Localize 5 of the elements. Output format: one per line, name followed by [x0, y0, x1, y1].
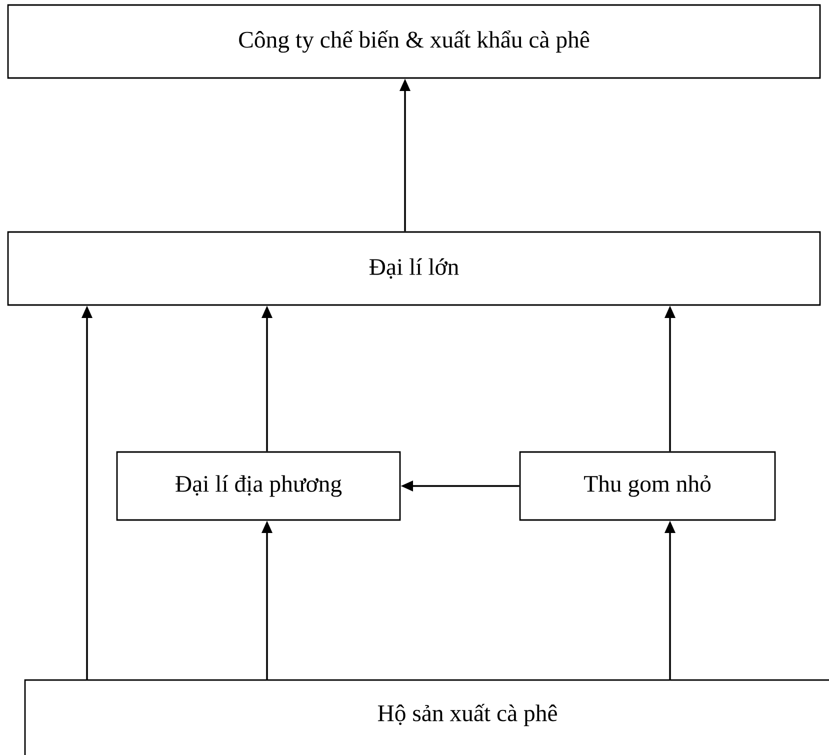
process-box: Công ty chế biến & xuất khẩu cà phê: [7, 4, 821, 79]
process-box: Thu gom nhỏ: [519, 451, 776, 521]
process-box: Đại lí địa phương: [116, 451, 401, 521]
process-box: Đại lí lớn: [7, 231, 821, 306]
process-box: Hộ sản xuất cà phê: [24, 679, 829, 755]
